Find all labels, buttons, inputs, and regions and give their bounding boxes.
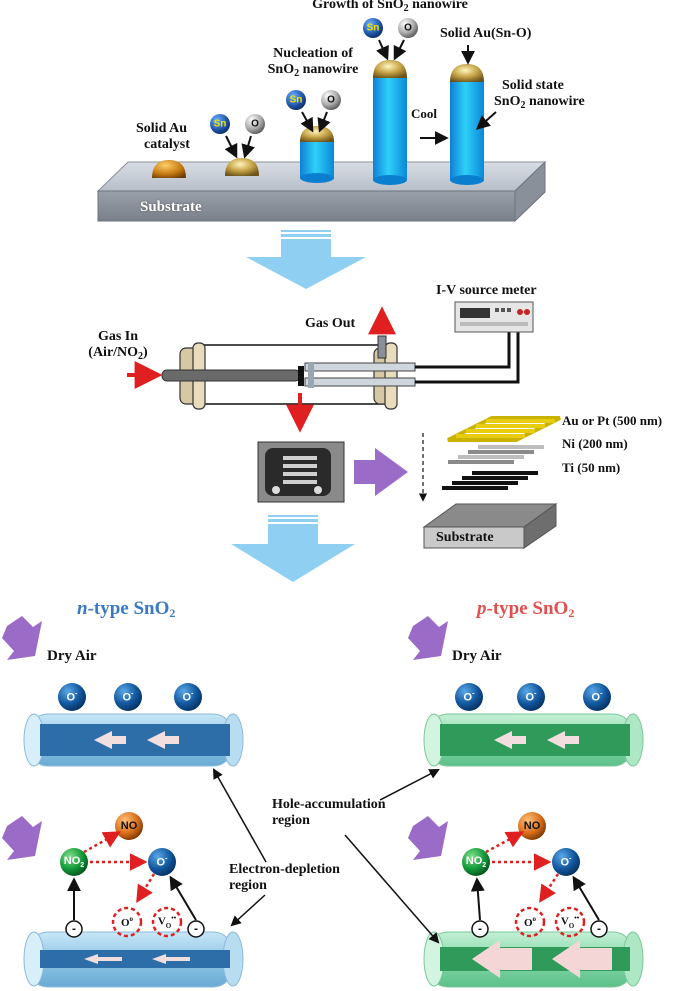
substrate-2-label: Substrate	[436, 530, 494, 545]
no2-label-n: NO2	[63, 854, 85, 870]
o-atom-2	[321, 90, 341, 110]
o-minus-label: O-	[182, 690, 194, 704]
p-type-tube-no2	[423, 931, 644, 988]
p-type-tube-air	[423, 713, 644, 767]
o-minus-label: O-	[66, 690, 78, 704]
dry-air-label-p: Dry Air	[452, 648, 502, 664]
gas-chamber	[161, 328, 530, 410]
au-catalyst-droplet	[152, 160, 186, 178]
no2-label-p: NO2	[465, 854, 487, 870]
o-label-2: O	[327, 94, 335, 106]
o-atom-1	[245, 114, 265, 134]
purple-right-arrow	[354, 448, 408, 496]
electrode-stack	[418, 416, 561, 549]
no-label-p: NO	[523, 820, 541, 832]
gas-in-label: Gas In (Air/NO2)	[88, 329, 148, 362]
sn-label-3: Sn	[366, 22, 380, 34]
vo-label-n: VO••	[157, 914, 177, 930]
purple-gas-arrows	[2, 616, 448, 860]
layer-ti-label: Ti (50 nm)	[562, 460, 621, 475]
o0-label-n: Oo	[120, 915, 134, 929]
o-minus-label: O-	[122, 690, 134, 704]
n-type-title: n-type SnO2	[77, 598, 176, 620]
nucleation-nanowire	[300, 126, 334, 183]
vo-label-p: VO••	[560, 914, 580, 930]
atom-arrows	[224, 39, 497, 159]
process-arrow-2	[231, 515, 355, 582]
o-label-1: O	[251, 118, 259, 130]
electron-minus: -	[72, 921, 76, 936]
cool-label: Cool	[411, 106, 437, 121]
solid-state-label: Solid state SnO2 nanowire	[494, 78, 585, 111]
solid-au-sno-label: Solid Au(Sn-O)	[440, 26, 532, 41]
no-label-n: NO	[120, 820, 138, 832]
callout-arrows	[212, 768, 440, 944]
dry-air-label-n: Dry Air	[47, 648, 97, 664]
sn-atom-1	[210, 114, 230, 134]
sn-atom-3	[363, 18, 383, 38]
sensor-photo	[257, 441, 345, 503]
hole-minus: -	[478, 921, 482, 936]
hole-minus: -	[597, 921, 601, 936]
sn-label-1: Sn	[213, 118, 227, 130]
substrate-label: Substrate	[140, 199, 202, 215]
layer-ni-label: Ni (200 nm)	[562, 436, 628, 451]
n-type-tube-air	[23, 713, 244, 767]
au-droplet-2	[225, 158, 259, 176]
o-minus-label: O-	[525, 690, 537, 704]
layer-au-pt-label: Au or Pt (500 nm)	[562, 413, 663, 428]
o0-label-p: Oo	[523, 915, 537, 929]
o-label-3: O	[404, 22, 412, 34]
n-type-tube-no2	[23, 931, 244, 988]
nucleation-label: Nucleation of SnO2 nanowire	[267, 46, 359, 79]
adsorbed-oxygen-top	[58, 683, 611, 711]
p-reaction	[462, 812, 608, 938]
growth-label: Growth of SnO2 nanowire	[312, 0, 468, 14]
growth-nanowire	[373, 60, 407, 185]
o-minus-label-n: O-	[156, 855, 168, 869]
electron-minus: -	[194, 921, 198, 936]
n-reaction	[60, 812, 205, 938]
process-arrow-1	[246, 230, 366, 289]
o-minus-label: O-	[591, 690, 603, 704]
solid-state-nanowire	[450, 64, 484, 185]
substrate-block	[96, 160, 547, 223]
iv-meter-label: I-V source meter	[436, 283, 537, 298]
sn-atom-2	[286, 90, 306, 110]
iv-source-meter[interactable]	[454, 301, 534, 333]
o-minus-label-p: O-	[560, 855, 572, 869]
p-type-title: p-type SnO2	[477, 598, 575, 620]
o-atom-3	[398, 18, 418, 38]
o-minus-label: O-	[463, 690, 475, 704]
sn-label-2: Sn	[289, 94, 303, 106]
gas-out-label: Gas Out	[305, 316, 356, 331]
